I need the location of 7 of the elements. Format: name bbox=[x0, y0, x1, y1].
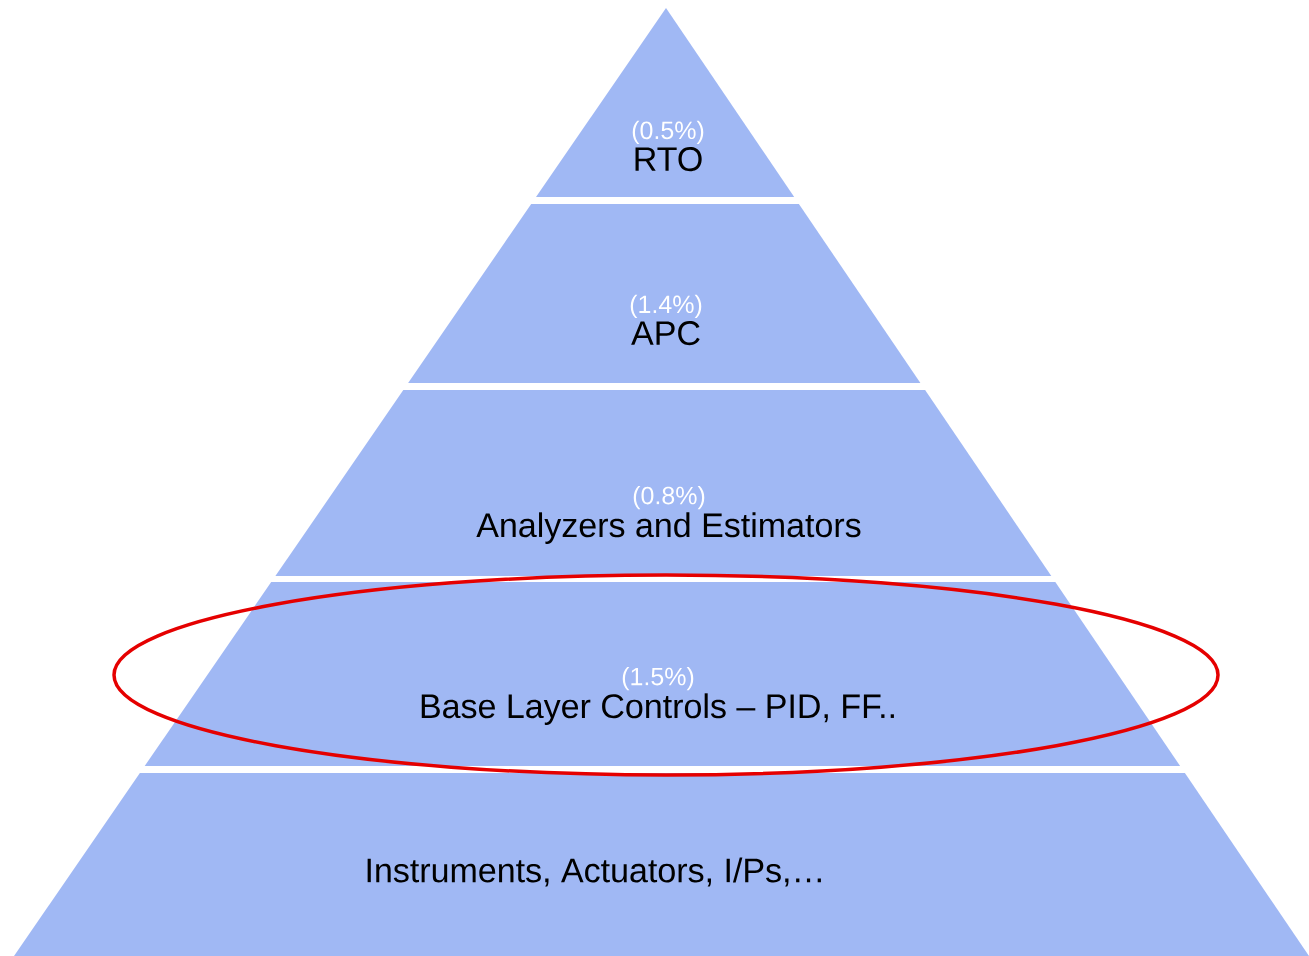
pyramid-tier: Instruments, Actuators, I/Ps,… bbox=[14, 773, 1309, 956]
node-label: (1.5%) bbox=[622, 667, 694, 691]
pyramid-tier: (0.5%) RTO bbox=[536, 8, 795, 197]
pyramid-tier: (0.8%) Analyzers and Estimators bbox=[275, 390, 1052, 576]
pyramid-tier: (1.5%) Base Layer Controls – PID, FF.. bbox=[144, 582, 1181, 766]
node-label: Base Layer Controls – PID, FF.. bbox=[421, 693, 894, 725]
pyramid-tier: (1.4%) APC bbox=[408, 204, 921, 383]
